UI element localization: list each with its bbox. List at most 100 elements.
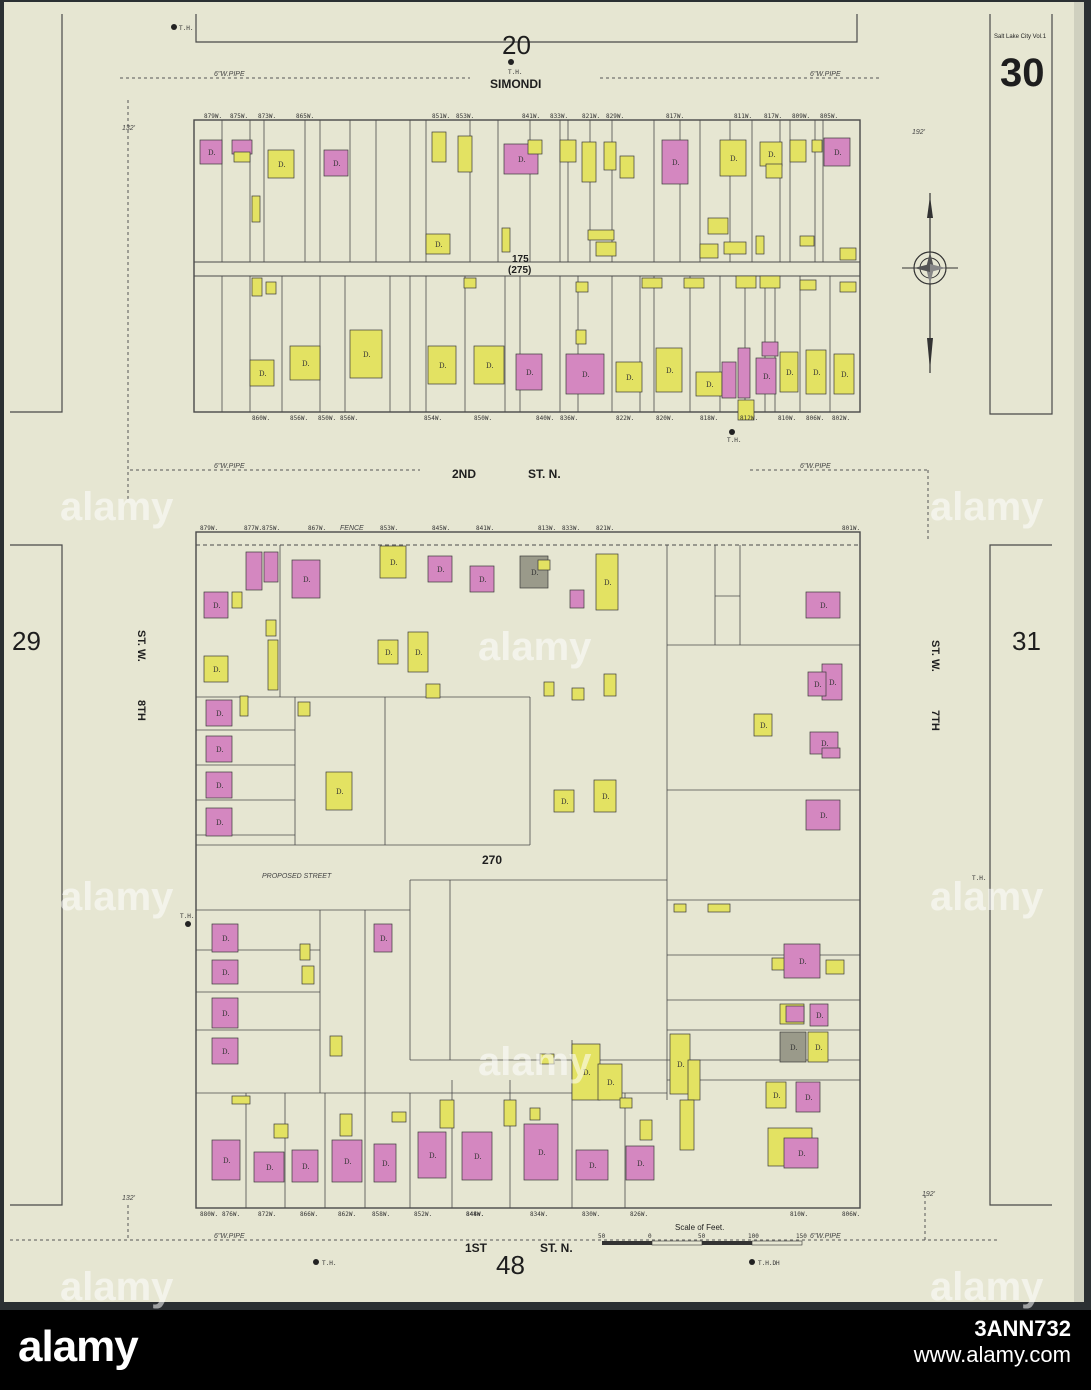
- scale-tick-label: 150: [796, 1233, 807, 1240]
- frame-dwelling: [529, 1107, 541, 1121]
- dwelling-mark: D.: [303, 576, 311, 584]
- frame-dwelling: [203, 655, 229, 683]
- hydrant-marker: [185, 921, 191, 927]
- dwelling-mark: D.: [382, 1160, 390, 1168]
- dwelling-mark: D.: [583, 1069, 591, 1077]
- pipe-label: 6"W.PIPE: [214, 463, 245, 470]
- block-number-north: 175: [512, 254, 529, 265]
- dwelling-mark: D.: [666, 367, 674, 375]
- frame-dwelling: [825, 959, 845, 975]
- frame-dwelling: [759, 275, 781, 289]
- address-label: 817W.: [666, 113, 684, 120]
- footer-logo[interactable]: alamy: [18, 1322, 139, 1371]
- frame-dwelling: [707, 217, 729, 235]
- frame-dwelling: [641, 277, 663, 289]
- frame-dwelling: [571, 1043, 601, 1101]
- watermark-text: alamy: [60, 1265, 174, 1309]
- frame-dwelling: [553, 789, 575, 813]
- dwelling-mark: D.: [677, 1061, 685, 1069]
- frame-dwelling: [407, 631, 429, 673]
- frame-dwelling: [543, 681, 555, 697]
- brick-dwelling: [211, 923, 239, 953]
- address-labels: 879W.875W.873W.865W.851W.853W.841W.833W.…: [200, 113, 860, 1218]
- compass-rose: [902, 193, 958, 373]
- block-number-south: 270: [482, 853, 502, 867]
- brick-dwelling: [205, 735, 233, 763]
- brick-dwelling: [205, 699, 233, 727]
- watermark-text: alamy: [478, 1040, 592, 1084]
- dwelling-mark: D.: [435, 241, 443, 249]
- address-label: 805W.: [820, 113, 838, 120]
- watermark-text: alamy: [930, 485, 1044, 529]
- frame-dwelling: [765, 1081, 787, 1109]
- brick-dwelling: [795, 1081, 821, 1113]
- frame-dwelling: [503, 1099, 517, 1127]
- brick-dwelling: [783, 943, 821, 979]
- sanborn-map-sheet: D.D.D.D.D.D.D.D.D.D.D.D.D.D.D.D.D.D.D.D.…: [4, 2, 1084, 1309]
- address-label: 867W.: [308, 525, 326, 532]
- dwelling-mark: D.: [820, 812, 828, 820]
- address-label: 850W.: [474, 415, 492, 422]
- adjacent-sheet-outlines: [10, 14, 1053, 1206]
- adjacent-sheet-top: 20: [502, 30, 531, 60]
- frame-dwelling: [595, 553, 619, 611]
- frame-dwelling: [699, 243, 719, 259]
- address-label: 809W.: [792, 113, 810, 120]
- dwelling-mark: D.: [607, 1079, 615, 1087]
- address-label: 875W.: [230, 113, 248, 120]
- brick-dwelling: [427, 555, 453, 583]
- stock-footer-bar: [0, 1310, 1091, 1390]
- frame-dwelling: [501, 227, 511, 253]
- frame-dwelling: [339, 1113, 353, 1137]
- street-2nd-prefix: 2ND: [452, 467, 476, 481]
- dwelling-mark: D.: [604, 579, 612, 587]
- brick-dwelling: [461, 1131, 493, 1181]
- frame-dwelling: [755, 235, 765, 255]
- site-url[interactable]: www.alamy.com: [913, 1342, 1071, 1367]
- brick-dwelling: [211, 959, 239, 985]
- frame-dwelling: [683, 277, 705, 289]
- address-label: 877W.: [244, 525, 262, 532]
- dwelling-mark: D.: [302, 360, 310, 368]
- street-simondi: SIMONDI: [490, 77, 541, 91]
- hydrant-label: T.H.DH: [758, 1260, 780, 1267]
- street-7th-prefix: 7TH: [929, 710, 941, 731]
- brick-dwelling: [805, 591, 841, 619]
- brick-dwelling: [205, 771, 233, 799]
- dwelling-mark: D.: [834, 149, 842, 157]
- address-label: 860W.: [252, 415, 270, 422]
- hydrant-marker: [508, 59, 514, 65]
- hydrant-label: T.H.: [508, 69, 522, 76]
- city-volume-label: Salt Lake City Vol.1: [994, 34, 1047, 40]
- scale-title: Scale of Feet.: [675, 1223, 724, 1232]
- fence-label: FENCE: [340, 525, 364, 532]
- footer-info: 3ANN732 www.alamy.com: [914, 1316, 1071, 1368]
- frame-dwelling: [595, 241, 617, 257]
- frame-dwelling: [537, 559, 551, 571]
- hydrant-label: T.H.: [322, 1260, 336, 1267]
- street-8th-suffix: ST. W.: [135, 630, 147, 662]
- address-label: 811W.: [734, 113, 752, 120]
- address-label: 848W.: [466, 1211, 484, 1218]
- dwelling-mark: D.: [526, 369, 534, 377]
- dwelling-mark: D.: [768, 151, 776, 159]
- water-pipes: [10, 77, 1000, 1241]
- distance-label: 132': [122, 125, 136, 132]
- brick-dwelling: [253, 1151, 285, 1183]
- dwelling-mark: D.: [786, 369, 794, 377]
- scale-tick-label: 0: [648, 1233, 652, 1240]
- address-label: 806W.: [842, 1211, 860, 1218]
- dwelling-mark: D.: [829, 679, 837, 687]
- address-label: 862W.: [338, 1211, 356, 1218]
- adjacent-sheet-left: 29: [12, 626, 41, 656]
- street-8th-prefix: 8TH: [135, 700, 147, 721]
- frame-dwelling: [615, 361, 643, 393]
- address-label: 813W.: [538, 525, 556, 532]
- address-label: 841W.: [476, 525, 494, 532]
- dwelling-mark: D.: [672, 159, 680, 167]
- dwelling-mark: D.: [380, 935, 388, 943]
- frame-dwelling: [239, 695, 249, 717]
- dwelling-mark: D.: [589, 1162, 597, 1170]
- frame-dwelling: [679, 1099, 695, 1151]
